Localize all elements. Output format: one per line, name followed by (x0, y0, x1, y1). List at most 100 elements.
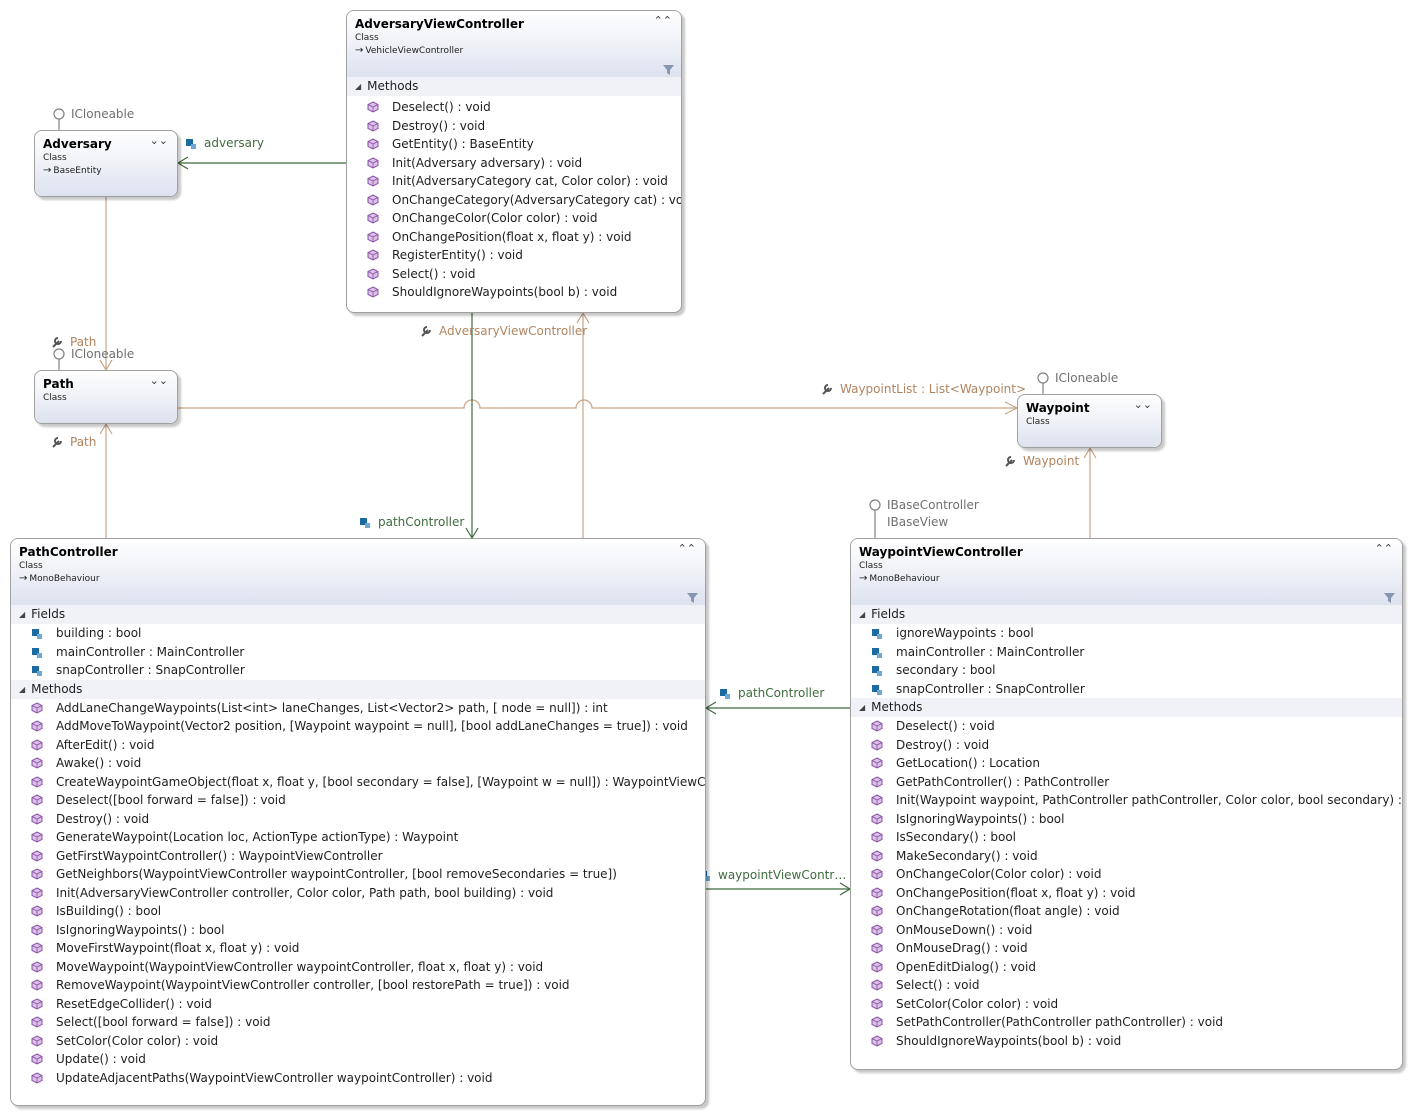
method-icon (871, 812, 883, 825)
field-label: snapController : SnapController (896, 681, 1085, 696)
methods-section-header[interactable]: ◢Methods (347, 77, 681, 96)
method-item[interactable]: OnChangePosition(float x, float y) : voi… (851, 884, 1402, 903)
class-path[interactable]: Path Class ⌄⌄ (34, 370, 178, 424)
method-item[interactable]: GetFirstWaypointController() : WaypointV… (11, 847, 705, 866)
methods-section-header[interactable]: ◢Methods (851, 698, 1402, 717)
method-icon (31, 738, 43, 751)
method-item[interactable]: IsBuilding() : bool (11, 902, 705, 921)
filter-icon[interactable] (663, 65, 674, 75)
class-kind: Class (43, 153, 67, 163)
method-item[interactable]: Init(Adversary adversary) : void (347, 154, 681, 173)
method-item[interactable]: OnChangeRotation(float angle) : void (851, 902, 1402, 921)
method-item[interactable]: Deselect() : void (347, 98, 681, 117)
method-item[interactable]: Deselect([bool forward = false]) : void (11, 791, 705, 810)
filter-icon[interactable] (687, 593, 698, 603)
method-item[interactable]: Destroy() : void (11, 810, 705, 829)
method-item[interactable]: GetPathController() : PathController (851, 773, 1402, 792)
method-item[interactable]: SetColor(Color color) : void (851, 995, 1402, 1014)
method-item[interactable]: OpenEditDialog() : void (851, 958, 1402, 977)
method-item[interactable]: Awake() : void (11, 754, 705, 773)
filter-icon[interactable] (1384, 593, 1395, 603)
class-adversary[interactable]: Adversary Class →BaseEntity ⌄⌄ (34, 130, 178, 197)
method-item[interactable]: OnChangeCategory(AdversaryCategory cat) … (347, 191, 681, 210)
methods-section-header[interactable]: ◢Methods (11, 679, 705, 699)
class-adversary-view-controller[interactable]: AdversaryViewController Class →VehicleVi… (346, 10, 682, 313)
field-item[interactable]: ignoreWaypoints : bool (851, 624, 1402, 643)
collapse-chevron-icon[interactable]: ⌃⌃ (653, 14, 672, 27)
method-item[interactable]: Select() : void (851, 976, 1402, 995)
method-item[interactable]: MoveWaypoint(WaypointViewController wayp… (11, 958, 705, 977)
method-item[interactable]: ShouldIgnoreWaypoints(bool b) : void (347, 283, 681, 302)
field-item[interactable]: secondary : bool (851, 661, 1402, 680)
method-label: Update() : void (56, 1052, 146, 1066)
method-item[interactable]: GetNeighbors(WaypointViewController wayp… (11, 865, 705, 884)
field-item[interactable]: building : bool (11, 624, 705, 643)
methods-list: AddLaneChangeWaypoints(List<int> laneCha… (11, 699, 705, 1088)
method-icon (367, 212, 379, 224)
method-item[interactable]: OnChangeColor(Color color) : void (347, 209, 681, 228)
method-item[interactable]: GetLocation() : Location (851, 754, 1402, 773)
method-icon (31, 997, 43, 1010)
method-item[interactable]: Select([bool forward = false]) : void (11, 1013, 705, 1032)
fields-section-header[interactable]: ◢Fields (851, 605, 1402, 624)
method-item[interactable]: Init(AdversaryViewController controller,… (11, 884, 705, 903)
class-path-controller[interactable]: PathController Class →MonoBehaviour ⌃⌃ ◢… (10, 538, 706, 1106)
method-item[interactable]: Destroy() : void (347, 117, 681, 136)
method-item[interactable]: GenerateWaypoint(Location loc, ActionTyp… (11, 828, 705, 847)
method-item[interactable]: AddLaneChangeWaypoints(List<int> laneCha… (11, 699, 705, 718)
method-icon (871, 794, 883, 806)
method-icon (31, 720, 43, 732)
method-item[interactable]: UpdateAdjacentPaths(WaypointViewControll… (11, 1069, 705, 1088)
method-item[interactable]: MakeSecondary() : void (851, 847, 1402, 866)
method-label: GetFirstWaypointController() : WaypointV… (56, 848, 383, 863)
method-item[interactable]: Deselect() : void (851, 717, 1402, 736)
class-waypoint[interactable]: Waypoint Class ⌄⌄ (1017, 394, 1162, 448)
method-item[interactable]: Destroy() : void (851, 736, 1402, 755)
field-item[interactable]: mainController : MainController (851, 643, 1402, 662)
method-label: Deselect() : void (392, 100, 491, 114)
method-item[interactable]: GetEntity() : BaseEntity (347, 135, 681, 154)
field-item[interactable]: snapController : SnapController (11, 661, 705, 680)
expand-chevron-icon[interactable]: ⌄⌄ (1133, 398, 1152, 411)
field-item[interactable]: snapController : SnapController (851, 680, 1402, 699)
waypoint-interface-label: ICloneable (1055, 371, 1119, 385)
pathcontroller-to-path-arrow (99, 422, 113, 435)
expand-chevron-icon[interactable]: ⌄⌄ (149, 374, 168, 387)
collapse-chevron-icon[interactable]: ⌃⌃ (1374, 542, 1393, 555)
method-item[interactable]: Init(AdversaryCategory cat, Color color)… (347, 172, 681, 191)
method-item[interactable]: IsSecondary() : bool (851, 828, 1402, 847)
path-property-label-top: Path (50, 334, 96, 350)
method-item[interactable]: RemoveWaypoint(WaypointViewController co… (11, 976, 705, 995)
method-item[interactable]: AddMoveToWaypoint(Vector2 position, [Way… (11, 717, 705, 736)
method-label: ResetEdgeCollider() : void (56, 996, 212, 1011)
fields-section-header[interactable]: ◢Fields (11, 605, 705, 624)
method-item[interactable]: OnMouseDown() : void (851, 921, 1402, 940)
avc-property-label: AdversaryViewController (419, 323, 587, 339)
method-item[interactable]: ShouldIgnoreWaypoints(bool b) : void (851, 1032, 1402, 1051)
method-item[interactable]: MoveFirstWaypoint(float x, float y) : vo… (11, 939, 705, 958)
method-item[interactable]: Select() : void (347, 265, 681, 284)
expand-chevron-icon[interactable]: ⌄⌄ (149, 134, 168, 147)
method-item[interactable]: OnChangeColor(Color color) : void (851, 865, 1402, 884)
method-item[interactable]: AfterEdit() : void (11, 736, 705, 755)
method-item[interactable]: RegisterEntity() : void (347, 246, 681, 265)
method-item[interactable]: OnMouseDrag() : void (851, 939, 1402, 958)
method-item[interactable]: ResetEdgeCollider() : void (11, 995, 705, 1014)
method-item[interactable]: Update() : void (11, 1050, 705, 1069)
field-item[interactable]: mainController : MainController (11, 643, 705, 662)
inherit-arrow-icon: → (19, 573, 28, 584)
class-waypoint-view-controller[interactable]: WaypointViewController Class →MonoBehavi… (850, 538, 1403, 1070)
method-item[interactable]: SetColor(Color color) : void (11, 1032, 705, 1051)
method-item[interactable]: IsIgnoringWaypoints() : bool (11, 921, 705, 940)
method-item[interactable]: CreateWaypointGameObject(float x, float … (11, 773, 705, 792)
method-item[interactable]: Init(Waypoint waypoint, PathController p… (851, 791, 1402, 810)
method-item[interactable]: IsIgnoringWaypoints() : bool (851, 810, 1402, 829)
method-item[interactable]: OnChangePosition(float x, float y) : voi… (347, 228, 681, 247)
method-item[interactable]: SetPathController(PathController pathCon… (851, 1013, 1402, 1032)
class-kind: Class (1026, 417, 1050, 427)
collapse-chevron-icon[interactable]: ⌃⌃ (677, 542, 696, 555)
method-label: AddLaneChangeWaypoints(List<int> laneCha… (56, 700, 608, 715)
collapse-triangle-icon: ◢ (859, 610, 866, 619)
waypoint-iface-lollipop (1037, 372, 1049, 384)
